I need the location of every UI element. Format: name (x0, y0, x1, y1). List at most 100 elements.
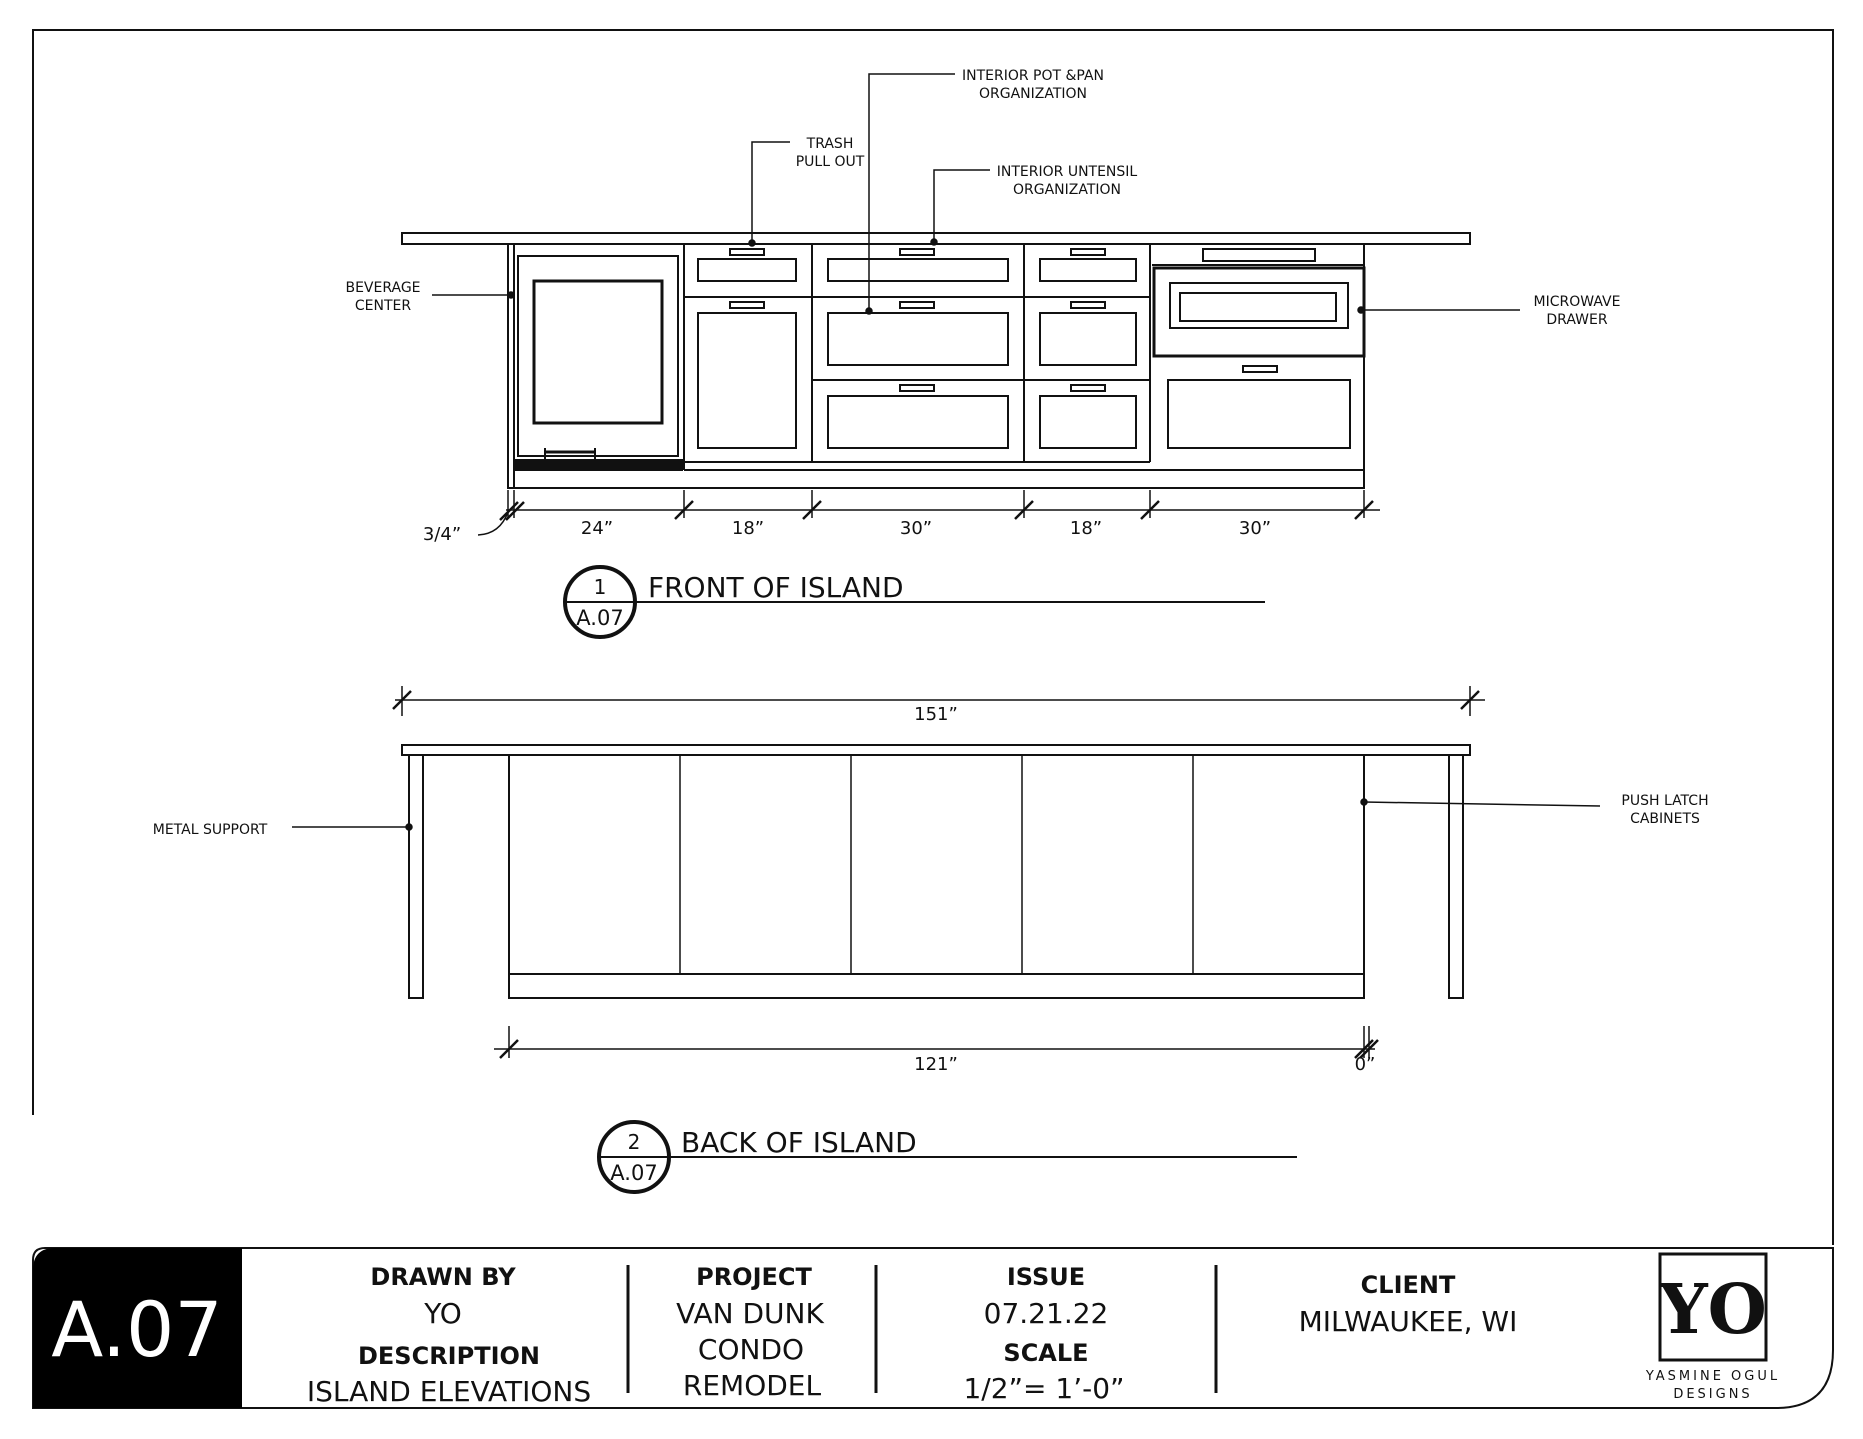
svg-text:CABINETS: CABINETS (1630, 811, 1700, 827)
project-line1: VAN DUNK (676, 1297, 824, 1330)
dim-18-a: 18” (732, 518, 764, 539)
svg-text:A.07: A.07 (51, 1285, 223, 1374)
front-detail-bubble (563, 565, 1265, 639)
project-label: PROJECT (696, 1263, 812, 1291)
trash-pullout-column (684, 244, 1150, 462)
svg-text:METAL SUPPORT: METAL SUPPORT (153, 822, 268, 838)
svg-text:INTERIOR POT &PAN: INTERIOR POT &PAN (962, 68, 1104, 84)
svg-text:INTERIOR UNTENSIL: INTERIOR UNTENSIL (997, 164, 1138, 180)
svg-text:SCALE: SCALE (1003, 1339, 1088, 1367)
svg-text:PROJECT: PROJECT (696, 1263, 812, 1291)
back-cabinet-dimension (494, 1026, 1379, 1059)
svg-text:A.07: A.07 (576, 606, 623, 630)
project-line3: REMODEL (683, 1369, 822, 1402)
svg-text:DESCRIPTION: DESCRIPTION (358, 1342, 540, 1370)
front-callout-text: INTERIOR POT &PAN ORGANIZATION TRASH PUL… (345, 68, 1620, 328)
issue-value: 07.21.22 (984, 1297, 1109, 1330)
front-cabinet-body (513, 243, 1365, 489)
sheet-number: A.07 (51, 1285, 223, 1374)
beverage-center (515, 255, 683, 471)
dim-18-b: 18” (1070, 518, 1102, 539)
svg-text:A.07: A.07 (610, 1161, 657, 1185)
front-detail-number: 1 (594, 575, 607, 599)
client-value: MILWAUKEE, WI (1299, 1305, 1518, 1338)
front-detail-label: 1 A.07 FRONT OF ISLAND (576, 571, 903, 630)
callout-push-latch-line1: PUSH LATCH (1621, 793, 1708, 809)
callout-utensil-line1: INTERIOR UNTENSIL (997, 164, 1138, 180)
description-label: DESCRIPTION (358, 1342, 540, 1370)
svg-text:18”: 18” (1070, 518, 1102, 539)
svg-text:121”: 121” (914, 1054, 958, 1075)
logo-text-line2: DESIGNS (1673, 1387, 1752, 1402)
svg-text:PULL OUT: PULL OUT (796, 154, 865, 170)
svg-text:30”: 30” (1239, 518, 1271, 539)
callout-trash-line1: TRASH (806, 136, 854, 152)
svg-text:DESIGNS: DESIGNS (1673, 1387, 1752, 1402)
svg-text:DRAWN BY: DRAWN BY (370, 1263, 516, 1291)
svg-text:ISSUE: ISSUE (1007, 1263, 1085, 1291)
project-line2: CONDO (698, 1333, 804, 1366)
description-value: ISLAND ELEVATIONS (307, 1375, 591, 1408)
back-detail-sheet: A.07 (610, 1161, 657, 1185)
svg-text:2: 2 (628, 1130, 641, 1154)
scale-label: SCALE (1003, 1339, 1088, 1367)
svg-text:30”: 30” (900, 518, 932, 539)
drawer-column-30 (684, 248, 1150, 463)
svg-text:151”: 151” (914, 704, 958, 725)
back-cabinet-body (508, 754, 1365, 999)
scale-value: 1/2”= 1’-0” (963, 1372, 1124, 1405)
back-text: 151” 121” 0” METAL SUPPORT PUSH LATCH CA… (153, 704, 1709, 1185)
svg-text:CONDO: CONDO (698, 1333, 804, 1366)
svg-text:BEVERAGE: BEVERAGE (345, 280, 420, 296)
sheet-border (32, 29, 1834, 1245)
dim-121: 121” (914, 1054, 958, 1075)
dim-30-b: 30” (1239, 518, 1271, 539)
callout-trash-line2: PULL OUT (796, 154, 865, 170)
svg-text:1/2”= 1’-0”: 1/2”= 1’-0” (963, 1372, 1124, 1405)
callout-metal-support: METAL SUPPORT (153, 822, 268, 838)
client-label: CLIENT (1361, 1271, 1456, 1299)
callout-microwave-line1: MICROWAVE (1534, 294, 1621, 310)
metal-support-left (408, 754, 424, 999)
svg-text:FRONT OF ISLAND: FRONT OF ISLAND (648, 571, 904, 604)
svg-text:CENTER: CENTER (355, 298, 411, 314)
front-elevation-title: FRONT OF ISLAND (648, 571, 904, 604)
logo-box (1658, 1252, 1768, 1362)
back-elevation (292, 686, 1601, 1194)
svg-text:YO: YO (1658, 1270, 1767, 1350)
drawer-column-18 (1023, 244, 1137, 462)
metal-support-right (1448, 754, 1464, 999)
svg-text:TRASH: TRASH (806, 136, 854, 152)
svg-text:ORGANIZATION: ORGANIZATION (1013, 182, 1121, 198)
svg-text:18”: 18” (732, 518, 764, 539)
back-callout-leaders (292, 798, 1601, 831)
dim-zero: 0” (1355, 1054, 1376, 1075)
dim-three-quarter: 3/4” (423, 524, 461, 545)
callout-push-latch-line2: CABINETS (1630, 811, 1700, 827)
svg-text:YO: YO (423, 1297, 462, 1330)
svg-text:PUSH LATCH: PUSH LATCH (1621, 793, 1708, 809)
svg-text:1: 1 (594, 575, 607, 599)
svg-text:MICROWAVE: MICROWAVE (1534, 294, 1621, 310)
sheet-number-tab (33, 1248, 242, 1408)
front-detail-sheet: A.07 (576, 606, 623, 630)
svg-text:DRAWER: DRAWER (1546, 312, 1607, 328)
logo-text-line1: YASMINE OGUL (1645, 1369, 1780, 1384)
svg-text:ISLAND ELEVATIONS: ISLAND ELEVATIONS (307, 1375, 591, 1408)
back-detail-bubble (597, 1120, 1297, 1194)
svg-text:CLIENT: CLIENT (1361, 1271, 1456, 1299)
title-block: A.07 DRAWN BY YO DESCRIPTION ISLAND ELEV… (32, 1247, 1834, 1409)
drawn-by-label: DRAWN BY (370, 1263, 516, 1291)
callout-beverage-line1: BEVERAGE (345, 280, 420, 296)
svg-text:VAN DUNK: VAN DUNK (676, 1297, 824, 1330)
front-dimension-line (477, 490, 1380, 536)
back-detail-number: 2 (628, 1130, 641, 1154)
svg-text:YASMINE OGUL: YASMINE OGUL (1645, 1369, 1780, 1384)
logo-mark: YO (1658, 1270, 1767, 1350)
back-overall-dimension (392, 686, 1485, 716)
front-callout-leaders (432, 73, 1520, 315)
microwave-drawer-column (1149, 244, 1366, 462)
svg-text:MILWAUKEE, WI: MILWAUKEE, WI (1299, 1305, 1518, 1338)
svg-text:REMODEL: REMODEL (683, 1369, 822, 1402)
front-elevation (401, 73, 1520, 639)
